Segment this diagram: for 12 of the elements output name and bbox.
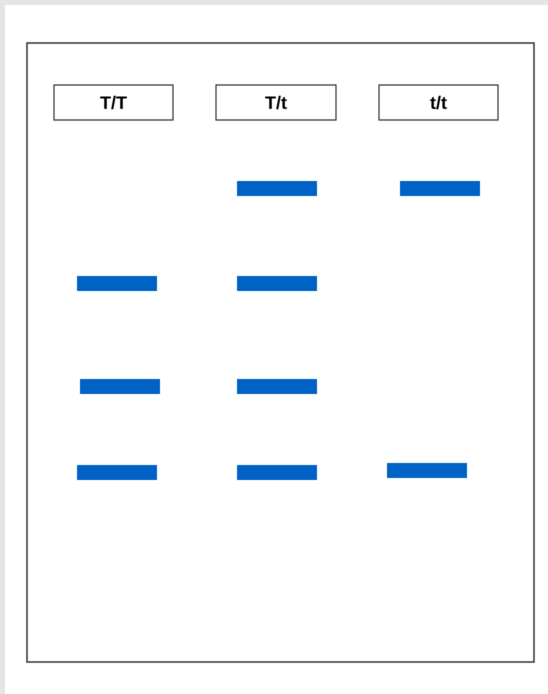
gel-band [237,276,317,291]
gel-band [400,181,480,196]
lane-label-box: t/t [378,84,499,121]
gel-band [237,379,317,394]
gel-band [77,465,157,480]
lane-label-box: T/T [53,84,174,121]
gel-band [237,465,317,480]
gel-band [80,379,160,394]
gel-band [237,181,317,196]
gel-band [77,276,157,291]
gel-band [387,463,467,478]
lane-label-box: T/t [215,84,337,121]
